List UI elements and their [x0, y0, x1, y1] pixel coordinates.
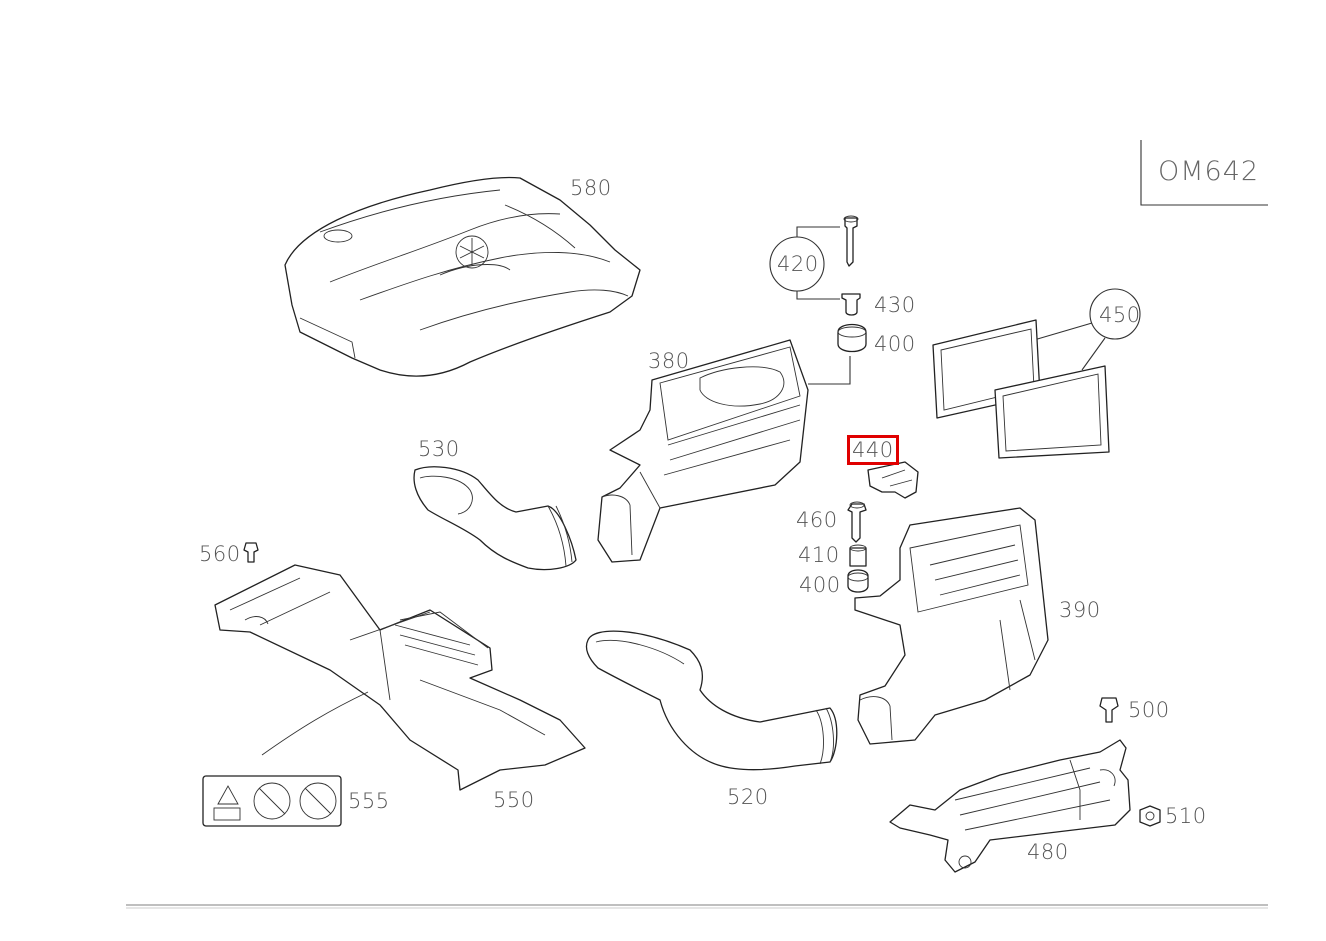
- rubber-mount-400-upper-part[interactable]: [837, 323, 867, 353]
- airbox-lower-390-part[interactable]: [854, 507, 1049, 745]
- nut-510-part[interactable]: [1139, 805, 1161, 827]
- callout-460[interactable]: 460: [796, 508, 838, 532]
- callout-450[interactable]: 450: [1099, 303, 1141, 327]
- callout-580[interactable]: 580: [570, 176, 612, 200]
- intake-duct-520-part[interactable]: [585, 630, 838, 771]
- callout-510[interactable]: 510: [1165, 804, 1207, 828]
- callout-500[interactable]: 500: [1128, 698, 1170, 722]
- intake-duct-530-part[interactable]: [413, 466, 577, 571]
- bracket-480-part[interactable]: [889, 739, 1131, 873]
- callout-390[interactable]: 390: [1059, 598, 1101, 622]
- callout-550[interactable]: 550: [493, 788, 535, 812]
- warning-label-555-part[interactable]: [202, 775, 342, 827]
- bracket-550-part[interactable]: [214, 564, 586, 791]
- bolt-420-part[interactable]: [769, 215, 859, 300]
- sensor-440-part[interactable]: [867, 461, 919, 499]
- sleeve-410-part[interactable]: [849, 544, 867, 567]
- rubber-mount-400-lower-part[interactable]: [847, 569, 869, 593]
- engine-cover-part[interactable]: [284, 176, 641, 377]
- callout-480[interactable]: 480: [1027, 840, 1069, 864]
- clip-560-part[interactable]: [243, 542, 259, 563]
- bolt-500-part[interactable]: [1099, 697, 1119, 723]
- airbox-upper-380-part[interactable]: [597, 339, 851, 563]
- bolt-460-part[interactable]: [847, 501, 867, 543]
- callout-560[interactable]: 560: [199, 542, 241, 566]
- engine-code-label: OM642: [1158, 156, 1260, 187]
- callout-520[interactable]: 520: [727, 785, 769, 809]
- engine-code-box: [1140, 140, 1268, 206]
- callout-440-selected[interactable]: 440: [847, 435, 899, 465]
- callout-420[interactable]: 420: [777, 252, 819, 276]
- callout-555[interactable]: 555: [348, 789, 390, 813]
- callout-400-upper[interactable]: 400: [874, 332, 916, 356]
- bushing-430-part[interactable]: [841, 293, 861, 316]
- callout-430[interactable]: 430: [874, 293, 916, 317]
- callout-530[interactable]: 530: [418, 437, 460, 461]
- callout-380[interactable]: 380: [648, 349, 690, 373]
- callout-400-lower[interactable]: 400: [799, 573, 841, 597]
- callout-410[interactable]: 410: [798, 543, 840, 567]
- air-filters-part[interactable]: [932, 288, 1141, 459]
- footer-rule: [126, 904, 1268, 909]
